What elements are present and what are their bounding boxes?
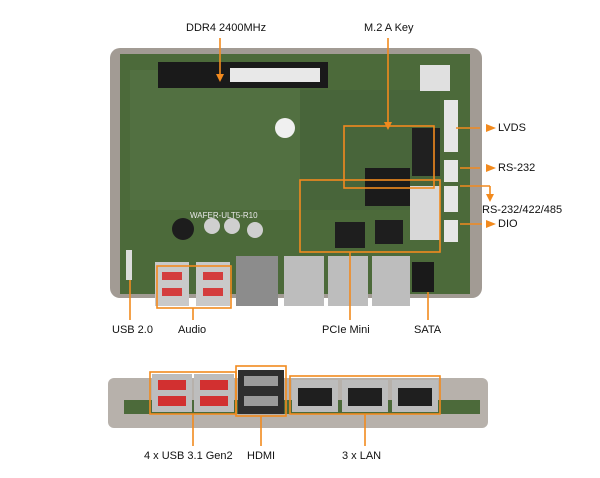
board-rear-view: [108, 370, 488, 428]
label-rs232-422-485: RS-232/422/485: [482, 204, 563, 216]
capacitor-icon: [204, 218, 220, 234]
pcie-mini-highlight-box: [299, 179, 441, 253]
usb31-stack-left: [152, 374, 192, 412]
leader-lines-top: [129, 38, 491, 320]
usb20-header: [126, 250, 132, 280]
label-lan: 3 x LAN: [342, 450, 382, 462]
label-usb20: USB 2.0: [112, 324, 153, 336]
arrowheads-top: [216, 74, 496, 228]
label-rs232: RS-232: [498, 162, 536, 174]
label-lvds: LVDS: [498, 122, 526, 134]
usb-stack-1: [155, 262, 189, 306]
sata-connector: [412, 262, 434, 292]
usb31-stack-right: [194, 374, 234, 412]
callouts-bottom: [149, 365, 441, 446]
capacitor-icon: [247, 222, 263, 238]
label-sata: SATA: [414, 324, 442, 336]
label-pcie-mini: PCIe Mini: [322, 324, 370, 336]
lan-port-3: [372, 256, 410, 306]
lan-port-2: [328, 256, 368, 306]
board-silkscreen: WAFER-ULT5-R10: [190, 211, 258, 220]
rs485-connector: [444, 186, 458, 212]
label-ddr4: DDR4 2400MHz: [186, 22, 267, 34]
lan-port-1: [284, 256, 324, 306]
rs232-connector: [444, 160, 458, 182]
badge-icon: [275, 118, 295, 138]
power-connector: [420, 65, 450, 91]
label-hdmi: HDMI: [247, 450, 276, 462]
label-audio: Audio: [178, 324, 207, 336]
chip-2: [335, 222, 365, 248]
board-top-view: [110, 48, 482, 306]
dio-connector: [444, 220, 458, 242]
usb-audio-highlight-box: [156, 265, 232, 309]
label-m2: M.2 A Key: [364, 22, 414, 34]
capacitor-icon: [224, 218, 240, 234]
pcie-mini-slot: [410, 186, 440, 240]
ddr4-sticker: [230, 68, 320, 82]
label-usb31: 4 x USB 3.1 Gen2: [144, 450, 233, 462]
chipset: [365, 168, 410, 206]
hdmi-stack: [236, 256, 278, 306]
lvds-connector: [444, 100, 458, 152]
label-dio: DIO: [498, 218, 518, 230]
m2-slot: [412, 128, 440, 176]
capacitor-icon: [172, 218, 194, 240]
chip-3: [375, 220, 403, 244]
usb-stack-2: [196, 262, 230, 306]
